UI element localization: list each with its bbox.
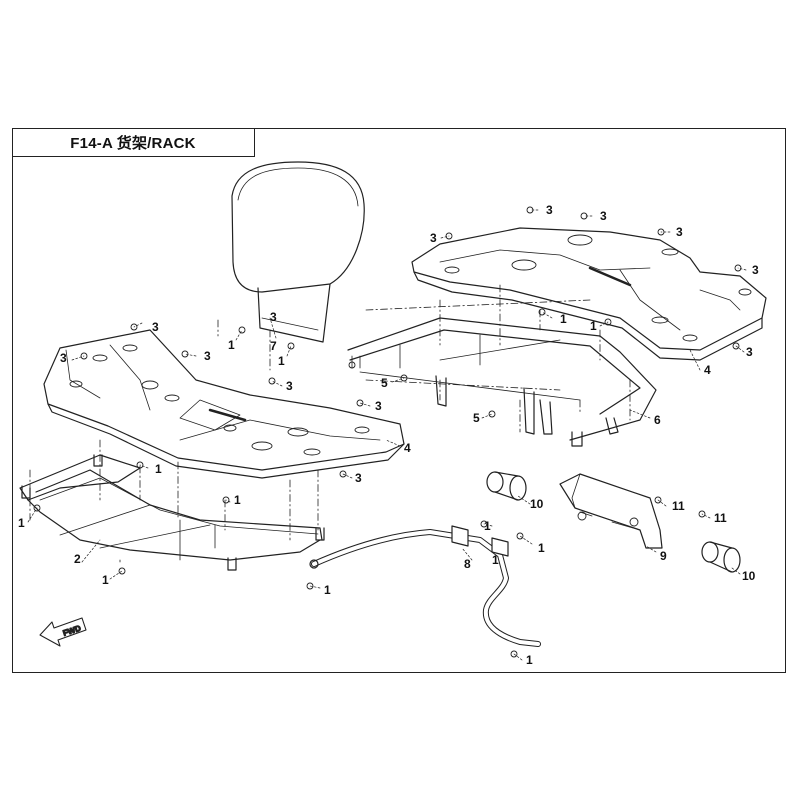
spacer-10-upper xyxy=(486,471,527,501)
callout-1: 1 xyxy=(18,516,25,530)
callout-1: 1 xyxy=(155,462,162,476)
fwd-label: FWD xyxy=(62,624,82,638)
callout-10: 10 xyxy=(530,497,544,511)
callout-3: 3 xyxy=(676,225,683,239)
backrest-pad xyxy=(231,161,365,343)
fasteners xyxy=(33,206,742,658)
callout-1: 1 xyxy=(278,354,285,368)
left-rack-frame xyxy=(19,454,325,571)
callout-1: 1 xyxy=(234,493,241,507)
callout-leaders xyxy=(27,209,747,661)
bracket-9 xyxy=(559,473,663,549)
callout-7: 7 xyxy=(270,339,277,353)
callout-3: 3 xyxy=(546,203,553,217)
callout-1: 1 xyxy=(526,653,533,667)
callout-1: 1 xyxy=(324,583,331,597)
callout-1: 1 xyxy=(590,319,597,333)
diagram-frame xyxy=(12,128,786,673)
spacer-10-lower xyxy=(701,541,741,573)
callout-3: 3 xyxy=(600,209,607,223)
right-rack-frame xyxy=(347,317,657,447)
callout-6: 6 xyxy=(654,413,661,427)
callout-1: 1 xyxy=(560,312,567,326)
callout-numbers: 1 1 1 1 1 1 1 1 1 1 1 1 1 2 3 3 3 3 3 3 … xyxy=(18,203,759,667)
callout-3: 3 xyxy=(270,310,277,324)
callout-9: 9 xyxy=(660,549,667,563)
right-rack-plate xyxy=(411,227,767,361)
callout-3: 3 xyxy=(60,351,67,365)
callout-3: 3 xyxy=(375,399,382,413)
callout-2: 2 xyxy=(74,552,81,566)
callout-8: 8 xyxy=(464,557,471,571)
callout-3: 3 xyxy=(752,263,759,277)
callout-3: 3 xyxy=(746,345,753,359)
callout-3: 3 xyxy=(152,320,159,334)
title-box: F14-A 货架/RACK xyxy=(12,128,255,157)
callout-1: 1 xyxy=(228,338,235,352)
callout-11: 11 xyxy=(714,511,727,525)
callout-3: 3 xyxy=(204,349,211,363)
callout-5: 5 xyxy=(473,411,480,425)
callout-4: 4 xyxy=(704,363,711,377)
callout-5: 5 xyxy=(381,376,388,390)
callout-3: 3 xyxy=(286,379,293,393)
callout-1: 1 xyxy=(102,573,109,587)
fwd-direction-arrow: FWD xyxy=(39,617,87,647)
callout-1: 1 xyxy=(484,519,491,533)
callout-1: 1 xyxy=(492,553,499,567)
callout-1: 1 xyxy=(538,541,545,555)
diagram-title: F14-A 货架/RACK xyxy=(70,134,196,152)
callout-10: 10 xyxy=(742,569,756,583)
assembly-leader-lines xyxy=(29,284,631,563)
callout-4: 4 xyxy=(404,441,411,455)
left-rack-plate xyxy=(43,329,405,479)
grab-bar-8 xyxy=(309,525,541,647)
callout-3: 3 xyxy=(355,471,362,485)
callout-3: 3 xyxy=(430,231,437,245)
callout-11: 11 xyxy=(672,499,685,513)
